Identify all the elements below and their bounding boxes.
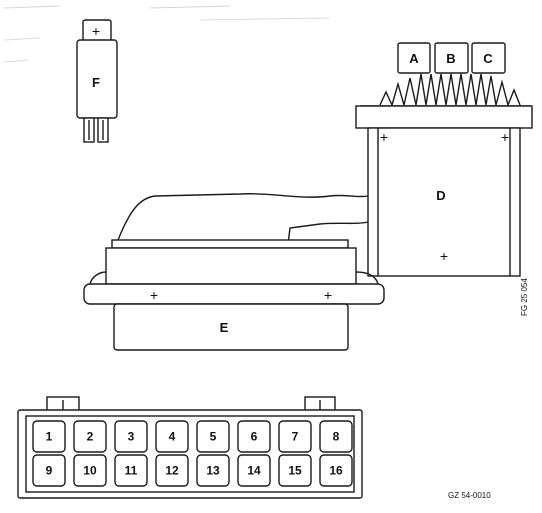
pin-label-13: 13 <box>206 464 220 478</box>
side-figure-code: FG 25 054 <box>520 278 529 316</box>
terminal-a <box>397 42 431 74</box>
terminal-b <box>434 42 469 74</box>
fuse-body <box>76 39 118 119</box>
pin-label-1: 1 <box>46 430 53 444</box>
pin-cell-15 <box>278 454 312 487</box>
control-unit-top-flange <box>355 105 533 129</box>
pin-label-11: 11 <box>125 464 138 478</box>
pin-label-2: 2 <box>87 430 94 444</box>
connector-e: + + E <box>83 239 385 351</box>
pin-label-7: 7 <box>292 430 299 444</box>
pin-cell-3 <box>114 420 148 453</box>
bottom-figure-code: GZ 54-0010 <box>448 491 491 500</box>
pin-label-15: 15 <box>288 464 302 478</box>
control-unit-plus-right: + <box>501 129 509 145</box>
control-unit-body <box>367 127 521 277</box>
fuse-f: + F <box>76 19 118 143</box>
pin-cell-10 <box>73 454 107 487</box>
control-unit-d: + + D + FG 25 054 <box>355 105 533 316</box>
pin-label-8: 8 <box>333 430 340 444</box>
terminal-b-label: B <box>446 51 455 66</box>
fuse-label: F <box>92 75 100 90</box>
pin-cell-8 <box>319 420 353 453</box>
pin-cell-2 <box>73 420 107 453</box>
wiring-harness <box>117 192 369 246</box>
pin-cell-13 <box>196 454 230 487</box>
pin-label-4: 4 <box>169 430 176 444</box>
pin-cell-14 <box>237 454 271 487</box>
pin-label-6: 6 <box>251 430 258 444</box>
pin-cell-7 <box>278 420 312 453</box>
pin-label-5: 5 <box>210 430 217 444</box>
connector-body <box>105 247 357 285</box>
pin-cell-16 <box>319 454 353 487</box>
pin-cell-5 <box>196 420 230 453</box>
control-unit-plus-left: + <box>380 129 388 145</box>
terminal-c-label: C <box>483 51 493 66</box>
connector-top-ridge <box>111 239 349 249</box>
control-unit-plus-bottom: + <box>440 248 448 264</box>
pin-label-3: 3 <box>128 430 135 444</box>
pin-label-14: 14 <box>247 464 261 478</box>
pin-cell-11 <box>114 454 148 487</box>
pin-label-9: 9 <box>46 464 53 478</box>
connector-plus-left: + <box>150 287 158 303</box>
pin-cell-12 <box>155 454 189 487</box>
heat-sink-fins <box>360 73 530 108</box>
connector-plus-right: + <box>324 287 332 303</box>
pin-label-12: 12 <box>165 464 179 478</box>
control-unit-label: D <box>436 188 445 203</box>
connector-lower-body <box>113 303 349 351</box>
pin-cell-4 <box>155 420 189 453</box>
pin-label-10: 10 <box>83 464 97 478</box>
connector-flange <box>83 283 385 305</box>
fuse-cap-plus: + <box>92 23 100 39</box>
connector-label: E <box>220 320 229 335</box>
relay-terminals: A B C <box>397 42 506 74</box>
pin-cell-9 <box>32 454 66 487</box>
terminal-c <box>471 42 506 74</box>
terminal-a-label: A <box>409 51 419 66</box>
bleed-through-marks <box>3 5 331 63</box>
pin-label-16: 16 <box>329 464 343 478</box>
pin-cell-6 <box>237 420 271 453</box>
pin-cell-1 <box>32 420 66 453</box>
